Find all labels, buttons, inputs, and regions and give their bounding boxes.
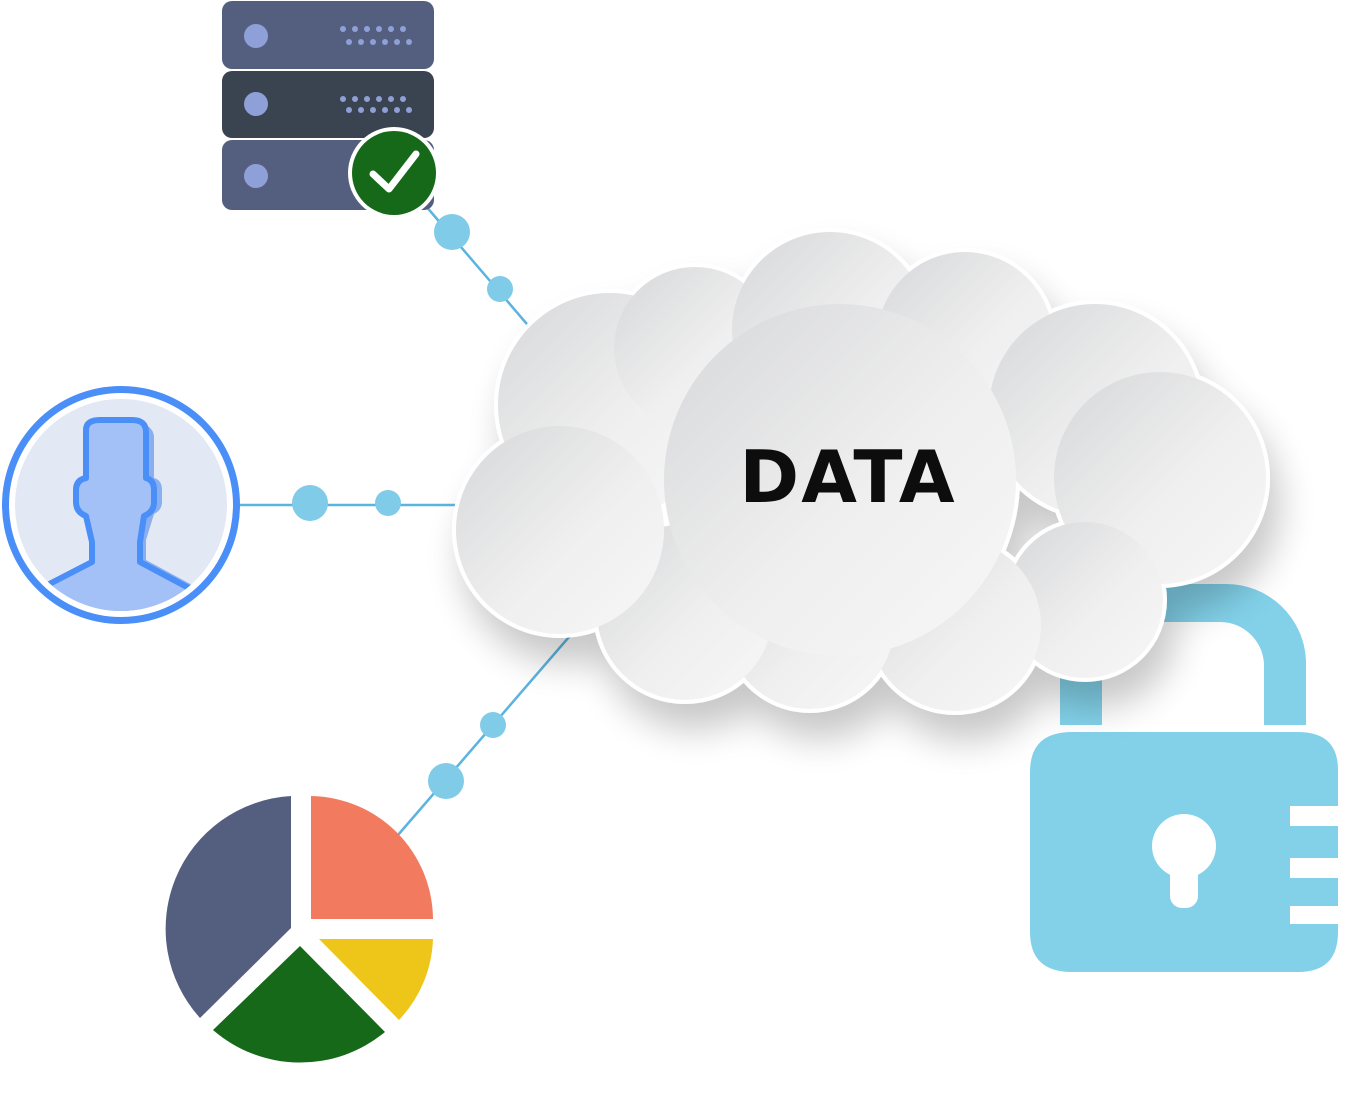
user-silhouette xyxy=(27,417,203,611)
chart-connector-dot-large xyxy=(428,763,464,799)
user-connector-dot-small xyxy=(375,490,401,516)
data-cloud xyxy=(452,228,1270,715)
cloud-label: DATA xyxy=(739,435,956,519)
server-connector-dot-small xyxy=(487,276,513,302)
pie-slice-green xyxy=(213,946,385,1063)
server-connector-dot-large xyxy=(434,214,470,250)
server-vent-dots xyxy=(340,96,412,113)
pie-slice-orange xyxy=(311,796,433,919)
server-vent-dots xyxy=(340,26,412,45)
user-connector-dot-large xyxy=(292,485,328,521)
server-led xyxy=(244,24,268,48)
server-led xyxy=(244,92,268,116)
pie-slice-yellow xyxy=(319,939,433,1020)
pie-chart-icon xyxy=(165,796,433,1063)
server-unit-top xyxy=(222,1,434,69)
user-avatar-icon xyxy=(2,386,240,624)
cloud-fill xyxy=(456,232,1266,711)
connectors xyxy=(240,204,576,836)
chart-connector-dot-small xyxy=(480,712,506,738)
server-unit-middle xyxy=(222,71,434,138)
keyhole-icon xyxy=(1152,814,1216,908)
check-badge-icon xyxy=(348,127,440,219)
pie-slice-navy xyxy=(165,796,291,1018)
server-led xyxy=(244,164,268,188)
